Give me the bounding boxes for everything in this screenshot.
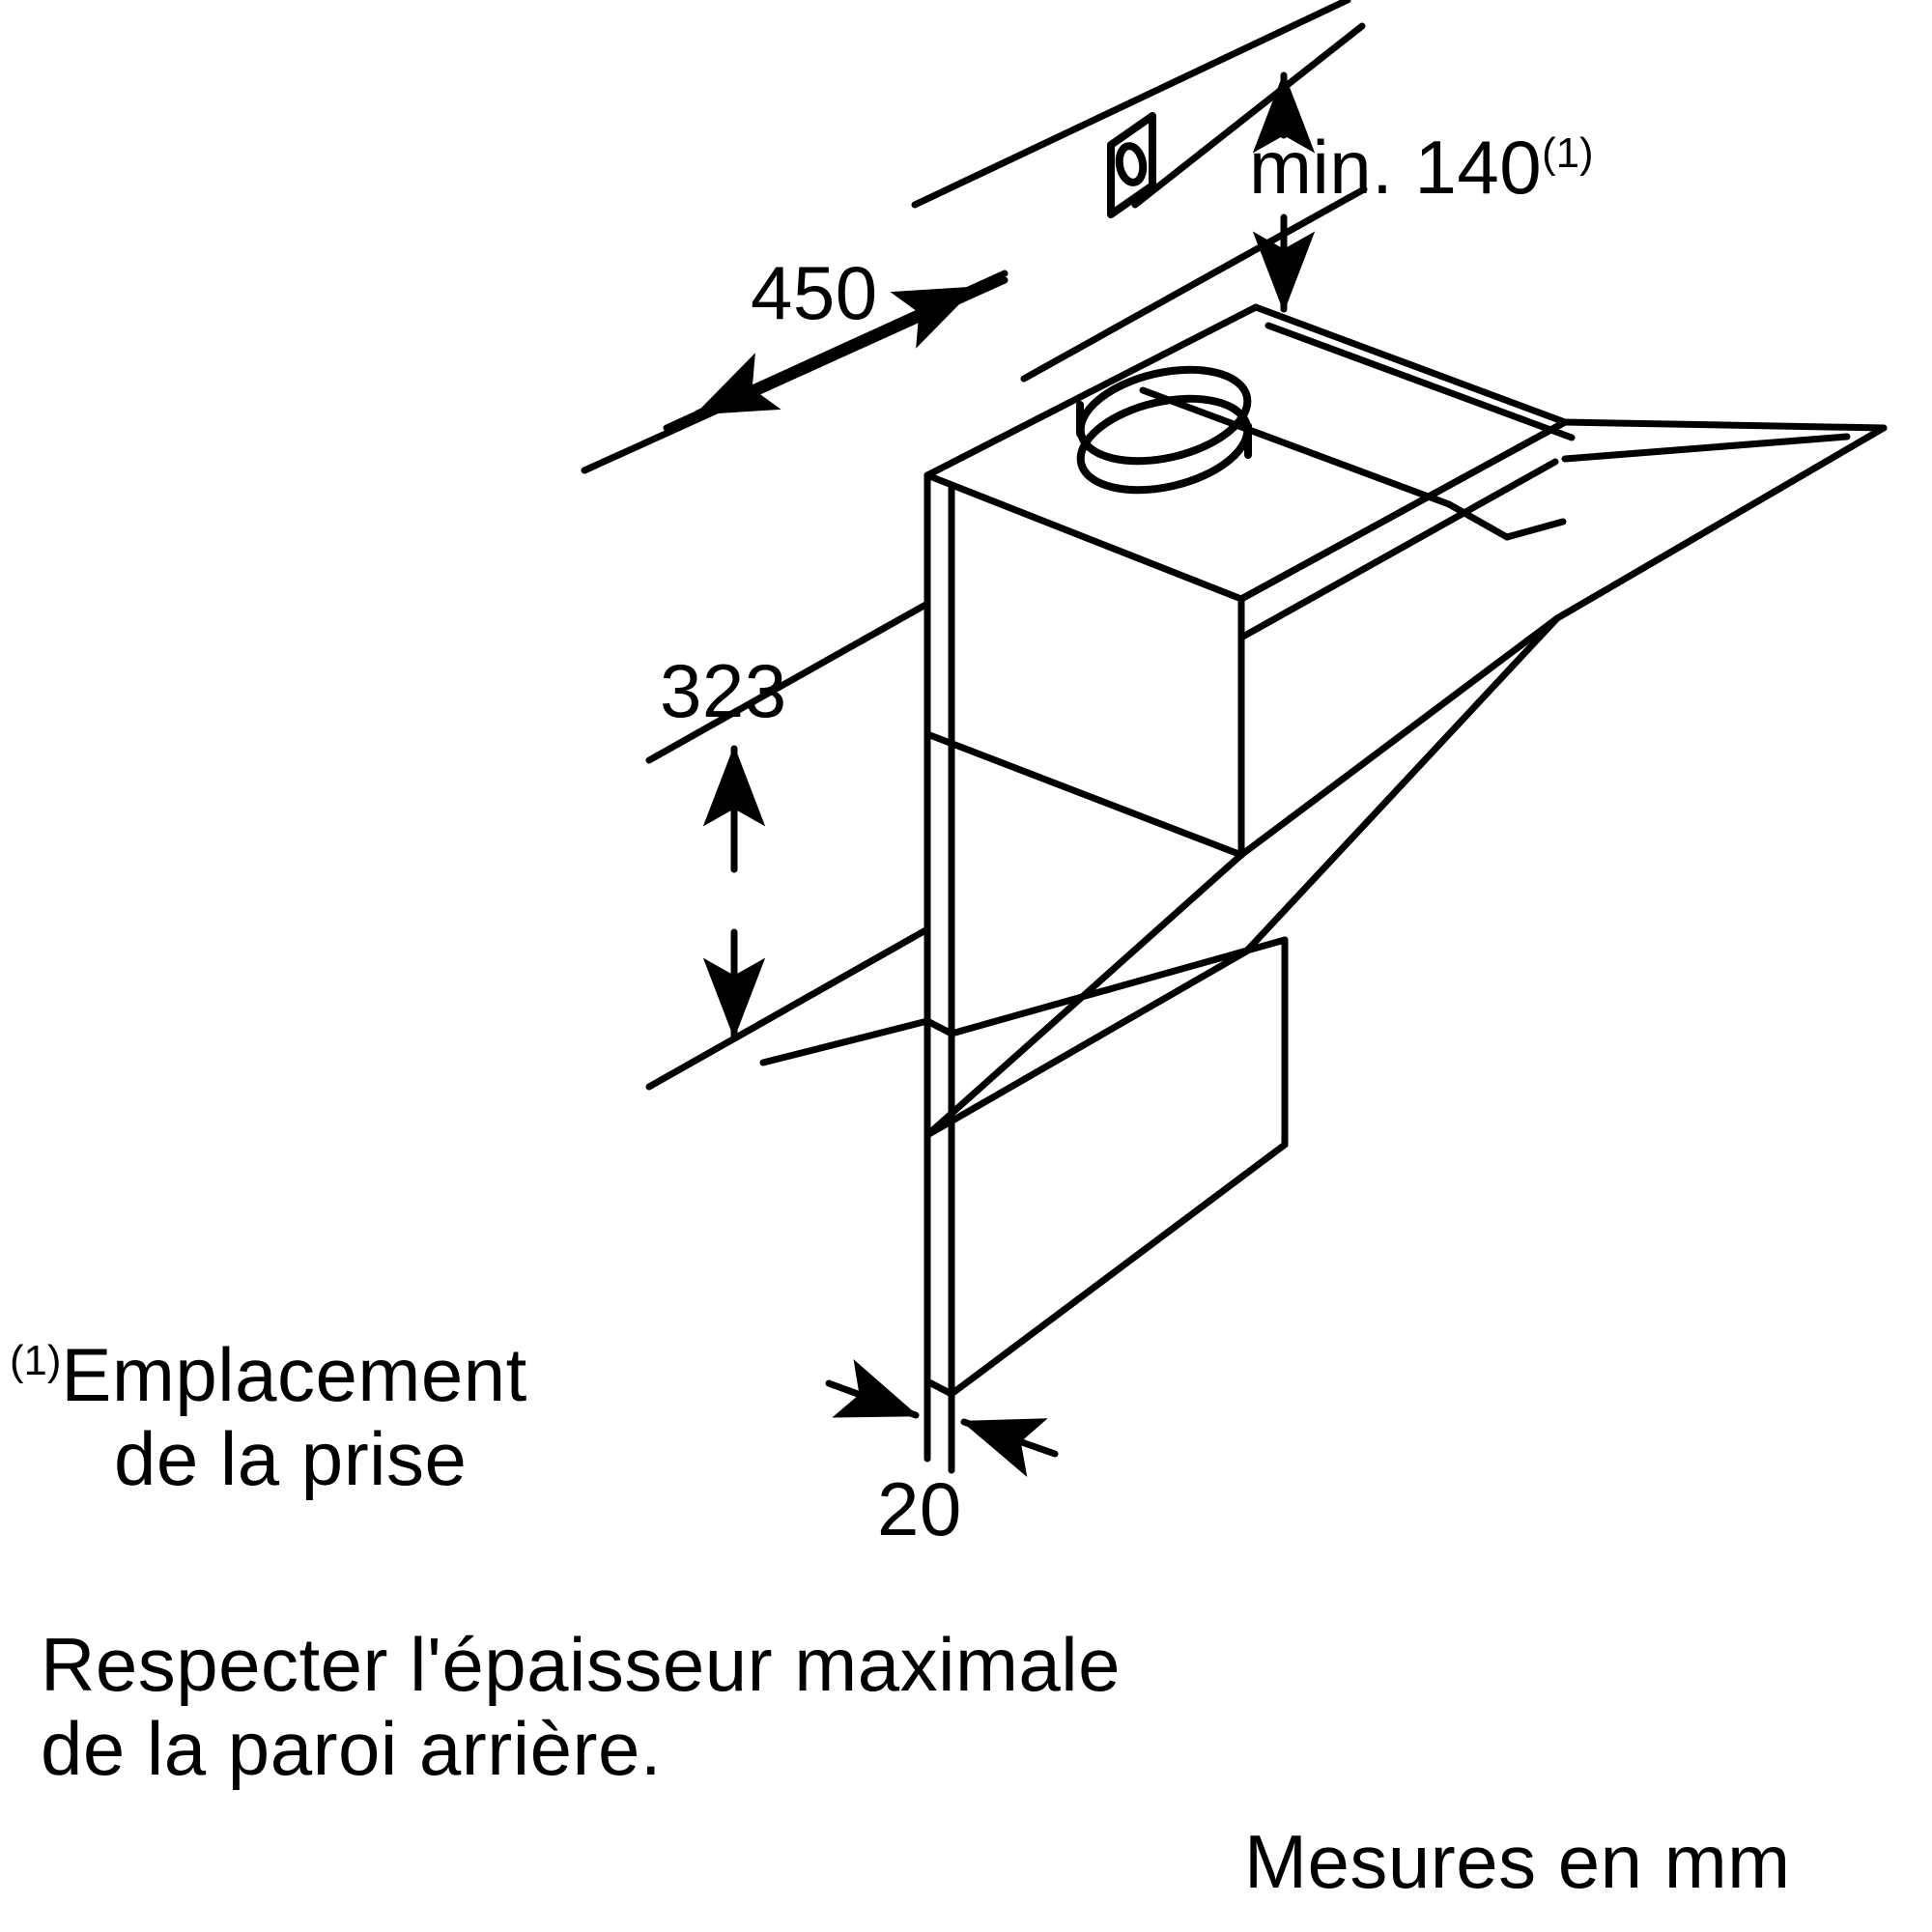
hood-left-face bbox=[923, 471, 1245, 859]
note-wall-line2: de la paroi arrière. bbox=[41, 1706, 662, 1792]
dimension-min140 bbox=[1020, 22, 1368, 383]
dimension-label-min140: min. 140(1) bbox=[1249, 125, 1594, 210]
footnote-marker-socket: (1) bbox=[10, 1337, 62, 1384]
footnote-socket-line2: de la prise bbox=[114, 1416, 468, 1502]
duct-outlet-icon bbox=[1076, 365, 1252, 495]
dimension-label-450: 450 bbox=[751, 250, 878, 335]
footnote-marker-min140: (1) bbox=[1542, 129, 1594, 177]
dimension-450 bbox=[581, 0, 1351, 474]
dimension-label-20: 20 bbox=[877, 1466, 962, 1551]
dimension-323 bbox=[645, 600, 931, 1091]
note-units: Mesures en mm bbox=[1244, 1819, 1791, 1904]
footnote-socket-line1: Emplacement bbox=[61, 1332, 527, 1417]
wall-panel bbox=[923, 471, 1289, 1398]
note-wall-line1: Respecter l'épaisseur maximale bbox=[41, 1622, 1122, 1707]
socket-icon bbox=[1107, 112, 1156, 218]
wall-rear-edges bbox=[759, 1017, 931, 1066]
dimension-label-323: 323 bbox=[660, 648, 787, 733]
dimension-20 bbox=[825, 1339, 1059, 1478]
hood-transition-bend bbox=[1445, 500, 1567, 541]
